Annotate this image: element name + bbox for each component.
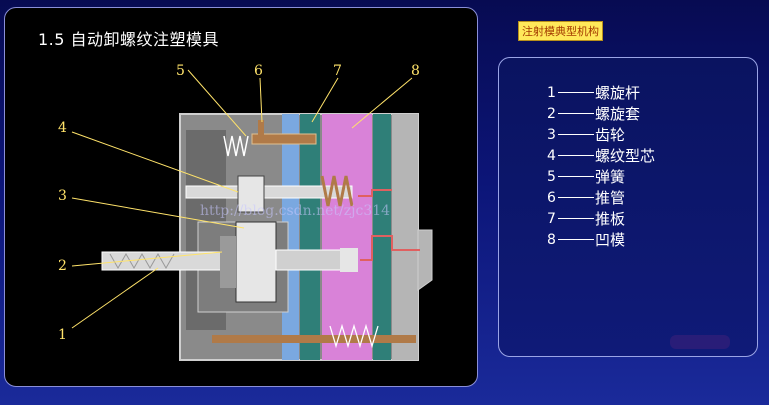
legend-label: 推板 bbox=[595, 210, 626, 228]
legend-number: 5 bbox=[547, 168, 556, 185]
legend-item: 8 凹模 bbox=[547, 229, 625, 250]
legend-item: 6 推管 bbox=[547, 187, 625, 208]
sprue-bushing bbox=[417, 229, 433, 291]
legend-label: 螺旋杆 bbox=[595, 84, 641, 102]
callout-8: 8 bbox=[411, 63, 420, 79]
leader-2 bbox=[71, 251, 223, 267]
spring-bottom-icon bbox=[329, 323, 379, 349]
legend-dash bbox=[558, 176, 594, 177]
legend-number: 4 bbox=[547, 147, 556, 164]
spring-top-icon bbox=[223, 135, 249, 157]
legend-number: 7 bbox=[547, 210, 556, 227]
legend-label: 螺纹型芯 bbox=[595, 147, 656, 165]
legend-number: 3 bbox=[547, 126, 556, 143]
legend-dash bbox=[558, 155, 594, 156]
decorative-glow bbox=[670, 335, 730, 349]
return-rod bbox=[212, 335, 416, 343]
leader-6 bbox=[259, 77, 263, 123]
legend-dash bbox=[558, 92, 594, 93]
legend-label: 弹簧 bbox=[595, 168, 626, 186]
callout-2: 2 bbox=[58, 258, 67, 274]
legend-dash bbox=[558, 197, 594, 198]
callout-4: 4 bbox=[58, 120, 67, 136]
legend-item: 7 推板 bbox=[547, 208, 625, 229]
leader-3 bbox=[71, 197, 245, 229]
leader-7 bbox=[311, 77, 339, 123]
legend-dash bbox=[558, 218, 594, 219]
legend-item: 5 弹簧 bbox=[547, 166, 625, 187]
callout-1: 1 bbox=[58, 327, 67, 343]
small-gear bbox=[237, 175, 265, 213]
legend-label: 齿轮 bbox=[595, 126, 626, 144]
spring-core-icon bbox=[320, 175, 354, 207]
legend-label: 推管 bbox=[595, 189, 626, 207]
fixed-clamp-plate bbox=[392, 114, 418, 360]
legend-label: 凹模 bbox=[595, 231, 626, 249]
callout-3: 3 bbox=[58, 188, 67, 204]
threaded-core bbox=[185, 185, 353, 199]
ejector-plate bbox=[300, 114, 320, 360]
slide-title: 1.5 自动卸螺纹注塑模具 bbox=[38, 30, 220, 49]
legend-number: 2 bbox=[547, 105, 556, 122]
callout-7: 7 bbox=[333, 63, 342, 79]
legend-label: 螺旋套 bbox=[595, 105, 641, 123]
legend-dash bbox=[558, 239, 594, 240]
runner-lower bbox=[360, 235, 420, 261]
callout-5: 5 bbox=[176, 63, 185, 79]
main-gear bbox=[235, 221, 277, 303]
watermark: http://blog.csdn.net/zjc314 bbox=[200, 203, 391, 219]
legend-number: 1 bbox=[547, 84, 556, 101]
leader-8 bbox=[351, 77, 413, 129]
legend-item: 3 齿轮 bbox=[547, 124, 625, 145]
runner-upper bbox=[358, 189, 392, 197]
legend-item: 4 螺纹型芯 bbox=[547, 145, 655, 166]
lower-core-head bbox=[340, 248, 358, 272]
legend-dash bbox=[558, 134, 594, 135]
screw-sleeve bbox=[220, 236, 236, 288]
leader-5 bbox=[187, 69, 247, 137]
section-tag: 注射模典型机构 bbox=[518, 21, 603, 41]
legend-number: 6 bbox=[547, 189, 556, 206]
leader-4 bbox=[71, 131, 239, 193]
leader-1 bbox=[71, 267, 159, 329]
cavity-plate bbox=[322, 114, 372, 360]
legend-item: 2 螺旋套 bbox=[547, 103, 640, 124]
push-tube-head bbox=[258, 120, 264, 136]
legend-dash bbox=[558, 113, 594, 114]
push-tube bbox=[251, 133, 317, 145]
screw-thread-icon bbox=[109, 252, 175, 270]
legend-item: 1 螺旋杆 bbox=[547, 82, 640, 103]
legend-panel: 1 螺旋杆 2 螺旋套 3 齿轮 4 螺纹型芯 5 弹簧 6 推管 7 推板 8… bbox=[498, 57, 758, 357]
legend-number: 8 bbox=[547, 231, 556, 248]
callout-6: 6 bbox=[254, 63, 263, 79]
